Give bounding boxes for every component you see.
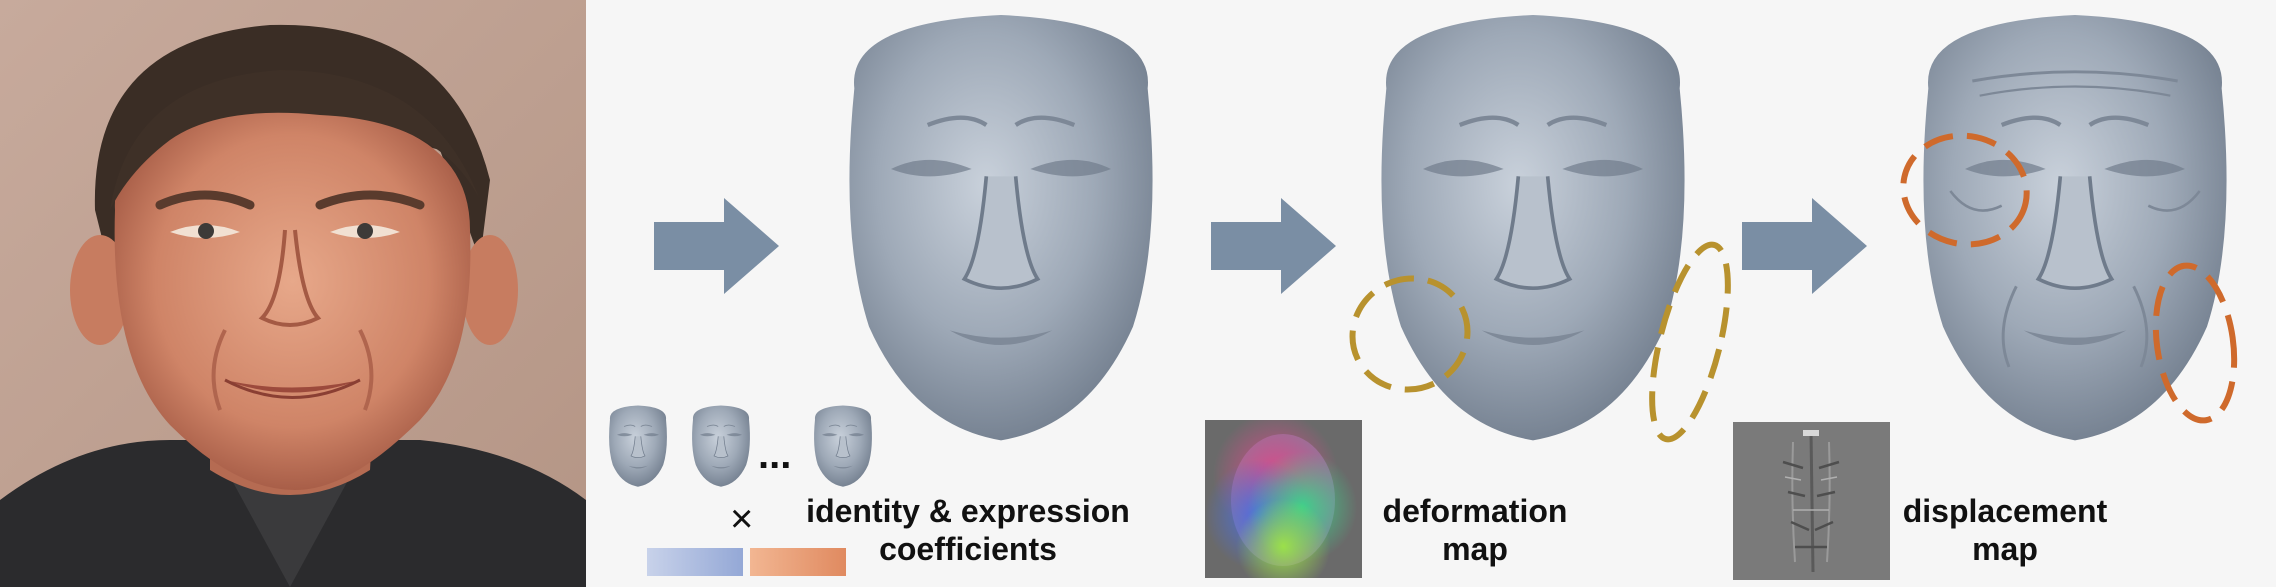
displacement-map-label-line2: map	[1972, 531, 2038, 567]
displacement-highlight-cheek	[2145, 258, 2245, 428]
identity-coefficient-bar	[647, 548, 743, 576]
right-arrow-icon	[1742, 198, 1867, 294]
basis-ellipsis: ...	[758, 433, 792, 477]
displacement-map-label-line1: displacement	[1902, 493, 2108, 529]
deformation-map-label-line1: deformation	[1382, 493, 1568, 529]
basis-face-icon	[603, 405, 673, 490]
coefficients-label-line2: coefficients	[879, 531, 1057, 567]
displacement-highlight-eye	[1895, 128, 2035, 253]
right-arrow-icon	[654, 198, 779, 294]
right-arrow-icon	[1211, 198, 1336, 294]
input-portrait-photo	[0, 0, 586, 587]
expression-coefficient-bar	[750, 548, 846, 576]
basis-face-icon	[808, 405, 878, 490]
coarse-face-mesh	[808, 15, 1194, 455]
deformation-map-label-line2: map	[1442, 531, 1508, 567]
coefficients-label-line1: identity & expression	[806, 493, 1130, 529]
multiply-sign: ×	[730, 497, 754, 541]
deformation-highlight-left	[1345, 272, 1475, 397]
deformation-map-image	[1205, 420, 1362, 578]
detailed-face-mesh	[1882, 15, 2268, 455]
basis-face-icon	[686, 405, 756, 490]
displacement-map-image	[1733, 422, 1890, 580]
deformation-highlight-right	[1640, 232, 1740, 452]
